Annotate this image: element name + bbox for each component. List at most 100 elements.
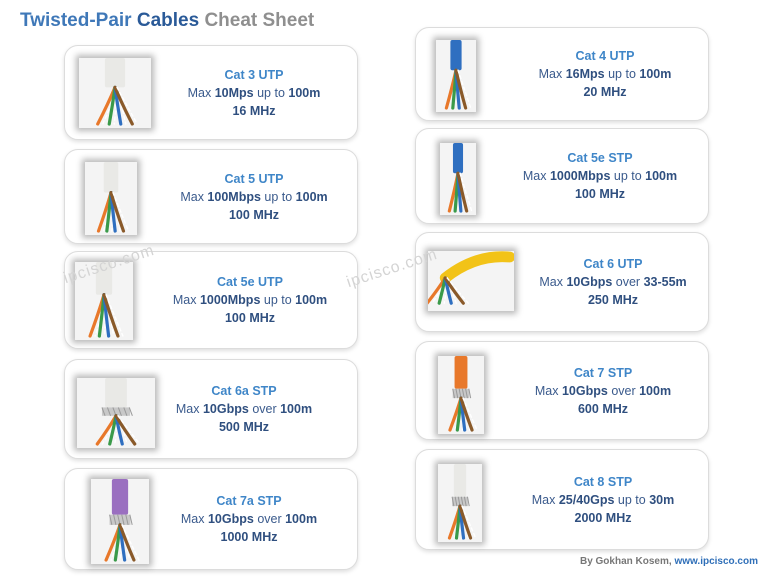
page-title: Twisted-Pair Cables Cheat Sheet xyxy=(20,10,314,32)
bandwidth-line: 16 MHz xyxy=(232,102,275,120)
bandwidth-line: 250 MHz xyxy=(588,291,638,309)
cable-speed-line: Max 10Gbps over 33-55m xyxy=(539,273,686,291)
bandwidth-value: 250 MHz xyxy=(587,293,639,307)
speed-prefix: Max xyxy=(180,512,208,526)
cable-card: Cat 7a STP Max 10Gbps over 100m 1000 MHz xyxy=(64,468,358,570)
cable-category-label: Cat 6a STP xyxy=(211,384,277,398)
bandwidth-line: 500 MHz xyxy=(219,418,269,436)
cat4-cable-icon xyxy=(436,40,476,112)
cable-speed-line: Max 10Mps up to 100m xyxy=(188,84,321,102)
cat6a-cable-icon xyxy=(77,378,155,448)
bandwidth-value: 600 MHz xyxy=(577,401,629,416)
bandwidth-value: 100 MHz xyxy=(228,207,280,222)
cat8-cable-icon xyxy=(438,464,482,542)
bandwidth-line: 100 MHz xyxy=(229,206,279,224)
distance-prefix: over xyxy=(607,383,640,398)
speed-prefix: Max xyxy=(180,189,208,204)
cable-category-label: Cat 3 UTP xyxy=(224,67,284,82)
cable-speed-line: Max 10Gbps over 100m xyxy=(176,400,312,418)
max-distance-value: 100m xyxy=(645,169,678,183)
cat7-cable-icon xyxy=(438,356,484,434)
max-speed-value: 10Gbps xyxy=(566,275,613,289)
max-speed-value: 10Gbps xyxy=(202,402,249,416)
distance-prefix: up to xyxy=(260,293,296,307)
max-speed-value: 1000Mbps xyxy=(549,169,611,183)
max-speed-value: 16Mps xyxy=(565,67,605,81)
cat6-cable-icon xyxy=(428,251,514,311)
bandwidth-value: 100 MHz xyxy=(574,187,626,201)
cable-card: Cat 6 UTP Max 10Gbps over 33-55m 250 MHz xyxy=(415,232,709,332)
cable-card: Cat 5e STP Max 1000Mbps up to 100m 100 MHz xyxy=(415,128,709,224)
cable-category-label: Cat 8 STP xyxy=(573,474,633,489)
max-speed-value: 100Mbps xyxy=(207,189,261,204)
cable-card: Cat 6a STP Max 10Gbps over 100m 500 MHz xyxy=(64,359,358,459)
max-distance-value: 100m xyxy=(639,67,672,81)
bandwidth-value: 500 MHz xyxy=(218,420,270,434)
bandwidth-line: 100 MHz xyxy=(575,185,625,203)
bandwidth-value: 20 MHz xyxy=(583,85,627,99)
cable-category-label: Cat 5e UTP xyxy=(217,275,283,289)
max-speed-value: 10Gbps xyxy=(561,383,608,398)
distance-prefix: up to xyxy=(260,189,296,204)
title-part-twisted-pair: Twisted-Pair xyxy=(20,10,132,31)
distance-prefix: up to xyxy=(610,169,646,183)
max-speed-value: 10Mps xyxy=(214,85,254,100)
cable-spec: Cat 4 UTP Max 16Mps up to 100m 20 MHz xyxy=(506,28,704,120)
max-distance-value: 100m xyxy=(295,293,328,307)
max-distance-value: 100m xyxy=(285,512,318,526)
speed-prefix: Max xyxy=(187,85,215,100)
cat5-cable-icon xyxy=(85,162,137,235)
distance-prefix: up to xyxy=(253,85,289,100)
max-speed-value: 1000Mbps xyxy=(199,293,261,307)
cable-category-label: Cat 7a STP xyxy=(216,494,282,508)
max-distance-value: 33-55m xyxy=(643,275,687,289)
cat5e-utp-cable-icon xyxy=(75,262,133,340)
distance-prefix: up to xyxy=(604,67,640,81)
cable-category-label: Cat 6 UTP xyxy=(583,257,643,271)
bandwidth-line: 1000 MHz xyxy=(221,528,278,546)
bandwidth-line: 2000 MHz xyxy=(575,509,632,527)
cable-speed-line: Max 25/40Gps up to 30m xyxy=(532,491,674,509)
footer-website-link[interactable]: www.ipcisco.com xyxy=(674,556,758,567)
bandwidth-value: 1000 MHz xyxy=(220,530,278,544)
bandwidth-line: 20 MHz xyxy=(583,83,626,101)
cat7a-cable-icon xyxy=(91,479,149,564)
bandwidth-value: 2000 MHz xyxy=(574,510,632,525)
speed-prefix: Max xyxy=(531,492,559,507)
cable-card: Cat 5 UTP Max 100Mbps up to 100m 100 MHz xyxy=(64,149,358,244)
max-distance-value: 100m xyxy=(295,189,328,204)
speed-prefix: Max xyxy=(534,383,562,398)
cable-category-label: Cat 4 UTP xyxy=(575,49,635,63)
cable-category-label: Cat 5e STP xyxy=(567,151,633,165)
cable-spec: Cat 5e STP Max 1000Mbps up to 100m 100 MHz xyxy=(496,129,704,223)
speed-prefix: Max xyxy=(538,67,566,81)
cat3-cable-icon xyxy=(79,58,151,128)
cat5e-stp-cable-icon xyxy=(440,143,476,215)
distance-prefix: up to xyxy=(614,492,650,507)
cable-category-label: Cat 7 STP xyxy=(573,365,633,380)
bandwidth-line: 100 MHz xyxy=(225,309,275,327)
speed-prefix: Max xyxy=(539,275,567,289)
cable-speed-line: Max 10Gbps over 100m xyxy=(181,510,317,528)
cable-speed-line: Max 10Gbps over 100m xyxy=(535,382,671,400)
cable-speed-line: Max 1000Mbps up to 100m xyxy=(523,167,677,185)
distance-prefix: over xyxy=(248,402,281,416)
cable-category-label: Cat 5 UTP xyxy=(224,171,284,186)
max-distance-value: 100m xyxy=(288,85,321,100)
bandwidth-line: 600 MHz xyxy=(578,400,628,418)
title-part-cables: Cables xyxy=(136,10,200,31)
distance-prefix: over xyxy=(612,275,644,289)
bandwidth-value: 16 MHz xyxy=(232,103,276,118)
footer-author: By Gokhan Kosem, xyxy=(579,556,672,567)
max-distance-value: 30m xyxy=(649,492,675,507)
cable-spec: Cat 7a STP Max 10Gbps over 100m 1000 MHz xyxy=(145,469,353,569)
cable-spec: Cat 6 UTP Max 10Gbps over 33-55m 250 MHz xyxy=(522,233,704,331)
max-distance-value: 100m xyxy=(280,402,313,416)
